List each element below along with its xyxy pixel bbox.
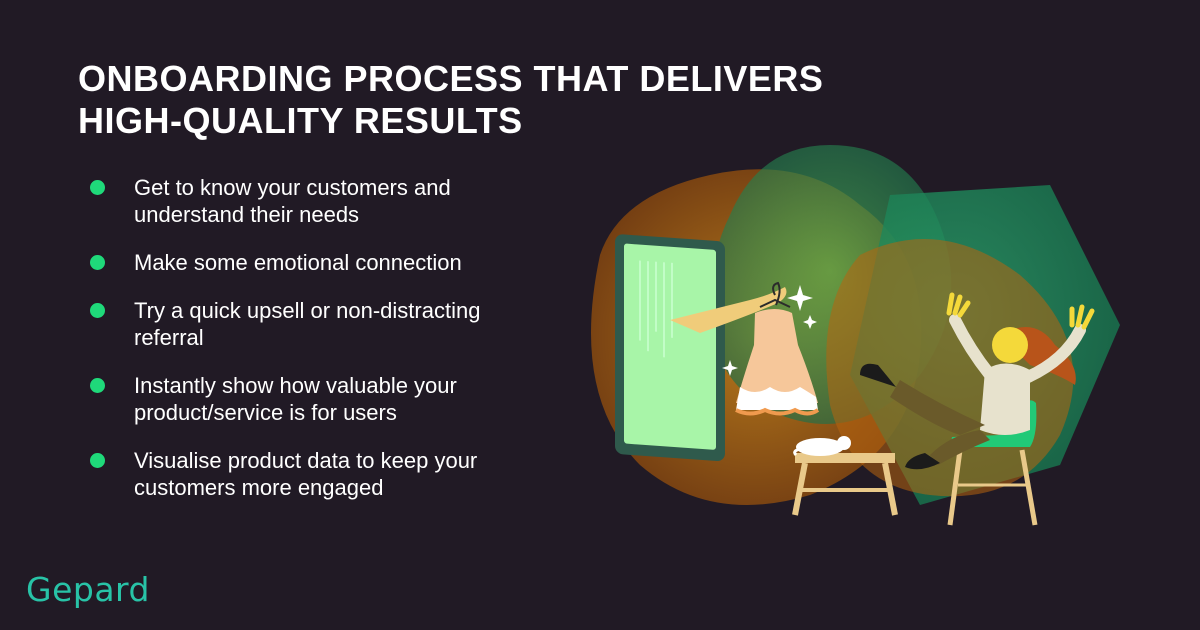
list-item: Make some emotional connection xyxy=(88,249,558,276)
page-title: ONBOARDING PROCESS THAT DELIVERS HIGH-QU… xyxy=(78,58,978,142)
bullet-dot-icon xyxy=(90,378,105,393)
list-item: Try a quick upsell or non-distracting re… xyxy=(88,297,558,351)
list-item-text: Get to know your customers and understan… xyxy=(134,175,451,227)
list-item-text: Make some emotional connection xyxy=(134,250,462,275)
woman-cheering-icon xyxy=(860,292,1095,470)
bullet-dot-icon xyxy=(90,180,105,195)
benefits-list: Get to know your customers and understan… xyxy=(88,174,558,522)
list-item: Instantly show how valuable your product… xyxy=(88,372,558,426)
list-item: Visualise product data to keep your cust… xyxy=(88,447,558,501)
hand-holding-dress-icon xyxy=(670,281,820,416)
list-item-text: Visualise product data to keep your cust… xyxy=(134,448,478,500)
sparkle-icon xyxy=(722,285,817,376)
gepard-logo: Gepard xyxy=(26,570,150,609)
title-line-2: HIGH-QUALITY RESULTS xyxy=(78,100,523,141)
illustration xyxy=(591,145,1120,526)
cat-icon xyxy=(793,436,851,457)
list-item-text: Try a quick upsell or non-distracting re… xyxy=(134,298,481,350)
bullet-dot-icon xyxy=(90,453,105,468)
bullet-dot-icon xyxy=(90,255,105,270)
bullet-dot-icon xyxy=(90,303,105,318)
stool-icon xyxy=(792,453,898,516)
chair-icon xyxy=(947,400,1038,526)
list-item-text: Instantly show how valuable your product… xyxy=(134,373,457,425)
list-item: Get to know your customers and understan… xyxy=(88,174,558,228)
tablet-screen-icon xyxy=(615,234,725,461)
title-line-1: ONBOARDING PROCESS THAT DELIVERS xyxy=(78,58,824,99)
